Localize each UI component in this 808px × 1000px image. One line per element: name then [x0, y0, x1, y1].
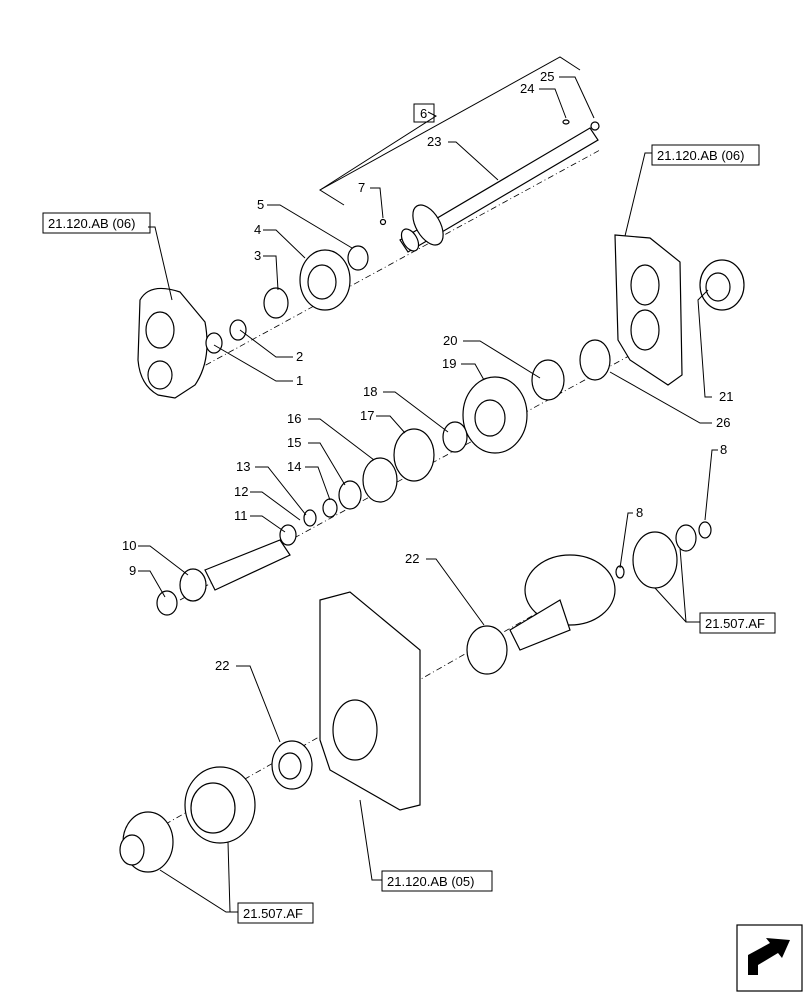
main-shaft: [379, 119, 600, 253]
callout-14: 14: [287, 459, 301, 474]
lower-seal: [271, 740, 313, 790]
left-housing-cover: [137, 287, 208, 399]
ref-bottom-center[interactable]: 21.120.AB (05): [387, 874, 474, 889]
arrow-next-icon[interactable]: [736, 924, 803, 992]
callout-20: 20: [443, 333, 457, 348]
callout-26: 26: [716, 415, 730, 430]
callout-15: 15: [287, 435, 301, 450]
callout-4: 4: [254, 222, 261, 237]
callout-7: 7: [358, 180, 365, 195]
callout-3: 3: [254, 248, 261, 263]
callout-12: 12: [234, 484, 248, 499]
ref-mid-right[interactable]: 21.507.AF: [705, 616, 765, 631]
upper-gears: [205, 245, 369, 354]
callout-19: 19: [442, 356, 456, 371]
middle-gears: [279, 339, 611, 546]
callout-21: 21: [719, 389, 733, 404]
center-housing-plate: [319, 591, 421, 811]
callout-5: 5: [257, 197, 264, 212]
ref-bottom-left[interactable]: 21.507.AF: [243, 906, 303, 921]
callout-25: 25: [540, 69, 554, 84]
callout-24: 24: [520, 81, 534, 96]
callout-8b: 8: [636, 505, 643, 520]
lower-clutch: [119, 766, 256, 873]
callout-10: 10: [122, 538, 136, 553]
callout-11: 11: [234, 508, 248, 523]
callout-22b: 22: [215, 658, 229, 673]
callout-1: 1: [296, 373, 303, 388]
lower-shaft: [156, 539, 291, 616]
reference-boxes: 21.120.AB (06) 21.120.AB (06) 21.507.AF …: [42, 144, 776, 924]
callout-8a: 8: [720, 442, 727, 457]
callout-18: 18: [363, 384, 377, 399]
right-housing-cover: [614, 234, 683, 386]
ref-top-left[interactable]: 21.120.AB (06): [48, 216, 135, 231]
ref-top-right[interactable]: 21.120.AB (06): [657, 148, 744, 163]
leader-lines: [138, 76, 718, 913]
callout-2: 2: [296, 349, 303, 364]
seal-ring: [699, 259, 745, 311]
callout-9: 9: [129, 563, 136, 578]
callout-17: 17: [360, 408, 374, 423]
callout-16: 16: [287, 411, 301, 426]
callout-22a: 22: [405, 551, 419, 566]
right-clutch-assembly: [466, 521, 712, 675]
callout-6: 6: [420, 106, 427, 121]
shaft-assembly-bracket: [319, 56, 581, 206]
callout-labels: 1 2 3 4 5 6 7 8 8 9 10 11 12 13 14 15 16…: [122, 69, 733, 673]
callout-6-box: [413, 103, 435, 123]
callout-13: 13: [236, 459, 250, 474]
callout-23: 23: [427, 134, 441, 149]
